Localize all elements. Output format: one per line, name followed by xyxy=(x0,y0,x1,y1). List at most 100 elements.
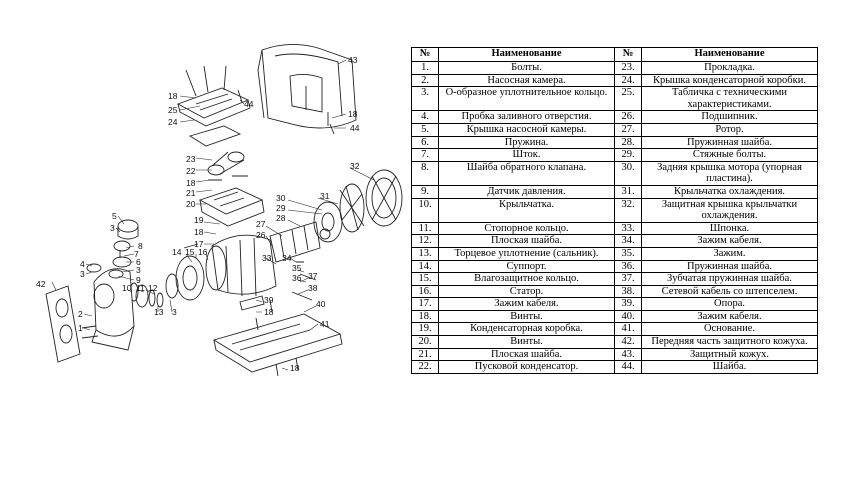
part-number: 2. xyxy=(411,73,439,88)
callout-6: 6 xyxy=(136,257,141,267)
front-shroud xyxy=(45,285,81,363)
part-name: Опора. xyxy=(641,297,818,311)
callout-19: 19 xyxy=(194,215,204,225)
part-number: 10. xyxy=(411,197,439,223)
callout-3: 3 xyxy=(172,307,177,317)
part-number: 15. xyxy=(411,272,439,286)
part-number: 41. xyxy=(614,322,642,337)
part-name: Зубчатая пружинная шайба. xyxy=(641,272,818,286)
part-number: 11. xyxy=(411,221,439,236)
part-name: Крыльчатка. xyxy=(438,197,615,223)
callout-14: 14 xyxy=(172,247,182,257)
callout-24: 24 xyxy=(168,117,178,127)
callout-10: 10 xyxy=(122,283,132,293)
table-row: 4.Пробка заливного отверстия.26.Подшипни… xyxy=(411,110,818,124)
table-row: 3.О-образное уплотнительное кольцо.25.Та… xyxy=(411,86,818,112)
part-name: Защитный кожух. xyxy=(641,347,818,362)
callout-18: 18 xyxy=(348,109,358,119)
part-name: Суппорт. xyxy=(438,259,615,274)
callout-29: 29 xyxy=(276,203,286,213)
part-name: Шток. xyxy=(438,148,615,162)
fasteners xyxy=(81,65,335,377)
gasket xyxy=(188,125,242,147)
part-name: Зажим кабеля. xyxy=(438,297,615,311)
part-number: 37. xyxy=(614,272,642,286)
callout-42: 42 xyxy=(36,279,46,289)
part-number: 18. xyxy=(411,309,439,324)
part-name: Зажим. xyxy=(641,246,818,261)
part-name: Ротор. xyxy=(641,122,818,137)
table-row: 10.Крыльчатка.32.Защитная крышка крыльча… xyxy=(411,197,818,223)
callout-9: 9 xyxy=(136,275,141,285)
part-number: 30. xyxy=(614,160,642,186)
table-row: 12.Плоская шайба.34.Зажим кабеля. xyxy=(411,234,818,248)
callout-13: 13 xyxy=(154,307,164,317)
part-number: 42. xyxy=(614,335,642,349)
callout-40: 40 xyxy=(316,299,326,309)
part-number: 26. xyxy=(614,110,642,124)
callout-28: 28 xyxy=(276,213,286,223)
callout-22: 22 xyxy=(186,166,196,176)
capacitor-box-lid xyxy=(176,87,251,127)
part-name: Пусковой конденсатор. xyxy=(438,360,615,374)
callout-39: 39 xyxy=(264,295,274,305)
exploded-view-drawing xyxy=(45,44,403,377)
part-number: 13. xyxy=(411,246,439,261)
part-number: 20. xyxy=(411,335,439,349)
part-number: 9. xyxy=(411,184,439,199)
part-number: 39. xyxy=(614,297,642,311)
part-name: Плоская шайба. xyxy=(438,347,615,362)
callout-23: 23 xyxy=(186,154,196,164)
part-number: 7. xyxy=(411,148,439,162)
callout-5: 5 xyxy=(112,211,117,221)
callout-3: 3 xyxy=(136,265,141,275)
table-row: 17.Зажим кабеля.39.Опора. xyxy=(411,297,818,311)
callout-2: 2 xyxy=(78,309,83,319)
part-name: Сетевой кабель со штепселем. xyxy=(641,284,818,299)
callout-44: 44 xyxy=(244,99,254,109)
table-row: 13.Торцевое уплотнение (сальник).35.Зажи… xyxy=(411,246,818,261)
callout-18: 18 xyxy=(168,91,178,101)
table-row: 16.Статор.38.Сетевой кабель со штепселем… xyxy=(411,284,818,299)
callout-41: 41 xyxy=(320,319,330,329)
callout-36: 36 xyxy=(292,273,302,283)
part-name: Винты. xyxy=(438,309,615,324)
callout-35: 35 xyxy=(292,263,302,273)
table-row: 22.Пусковой конденсатор.44.Шайба. xyxy=(411,360,818,374)
part-name: Зажим кабеля. xyxy=(641,309,818,324)
part-name: Торцевое уплотнение (сальник). xyxy=(438,246,615,261)
part-number: 5. xyxy=(411,122,439,137)
part-name: Зажим кабеля. xyxy=(641,234,818,248)
part-name: Прокладка. xyxy=(641,61,818,75)
part-number: 21. xyxy=(411,347,439,362)
callout-17: 17 xyxy=(194,239,204,249)
callout-8: 8 xyxy=(138,241,143,251)
table-row: 18.Винты.40.Зажим кабеля. xyxy=(411,309,818,324)
part-number: 14. xyxy=(411,259,439,274)
part-name: Насосная камера. xyxy=(438,73,615,88)
callout-44: 44 xyxy=(350,123,360,133)
part-name: Стяжные болты. xyxy=(641,148,818,162)
part-number: 31. xyxy=(614,184,642,199)
part-number: 1. xyxy=(411,61,439,75)
exploded-pump-diagram: 43 18 44 18 25 24 44 23 22 18 21 20 32 3… xyxy=(0,0,412,488)
callout-12: 12 xyxy=(148,283,158,293)
protective-cover xyxy=(257,44,357,129)
table-row: 1.Болты.23.Прокладка. xyxy=(411,61,818,75)
table-row: 11.Стопорное кольцо.33.Шпонка. xyxy=(411,221,818,236)
motor-stator xyxy=(205,234,277,297)
part-number: 28. xyxy=(614,135,642,150)
table-row: 5.Крышка насосной камеры.27.Ротор. xyxy=(411,122,818,137)
header-number: № xyxy=(411,47,439,62)
callout-31: 31 xyxy=(320,191,330,201)
part-name: Пробка заливного отверстия. xyxy=(438,110,615,124)
table-row: 20.Винты.42.Передняя часть защитного кож… xyxy=(411,335,818,349)
callout-3: 3 xyxy=(80,269,85,279)
callout-4: 4 xyxy=(80,259,85,269)
callout-43: 43 xyxy=(348,55,358,65)
part-name: О-образное уплотнительное кольцо. xyxy=(438,86,615,112)
table-row: 15.Влагозащитное кольцо.37.Зубчатая пруж… xyxy=(411,272,818,286)
callout-30: 30 xyxy=(276,193,286,203)
table-row: 9.Датчик давления.31.Крыльчатка охлажден… xyxy=(411,184,818,199)
header-number: № xyxy=(614,47,642,62)
